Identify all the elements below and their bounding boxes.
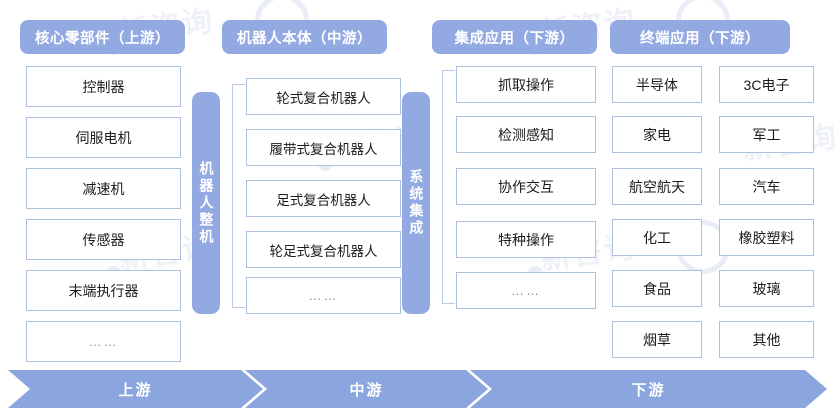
midstream-item-3[interactable]: 轮足式复合机器人 (246, 231, 401, 268)
terminal-left-label-5: 烟草 (643, 331, 671, 348)
integration-item-1[interactable]: 检测感知 (456, 116, 596, 153)
upstream-item-3[interactable]: 传感器 (26, 219, 181, 260)
upstream-item-label-1: 伺服电机 (75, 129, 132, 146)
header-label-midstream: 机器人本体（中游） (237, 30, 372, 47)
terminal-left-item-2[interactable]: 航空航天 (612, 168, 702, 205)
bracket-midstream (232, 84, 245, 308)
terminal-right-item-5[interactable]: 其他 (719, 321, 814, 358)
integration-item-label-2: 协作交互 (498, 178, 554, 195)
ribbon-label-upstream: 上游 (118, 381, 153, 399)
terminal-left-item-3[interactable]: 化工 (612, 219, 702, 256)
terminal-left-item-5[interactable]: 烟草 (612, 321, 702, 358)
terminal-right-item-4[interactable]: 玻璃 (719, 270, 814, 307)
midstream-item-0[interactable]: 轮式复合机器人 (246, 78, 401, 115)
terminal-right-item-3[interactable]: 橡胶塑料 (719, 219, 814, 256)
ribbon-segment-upstream: 上游 (8, 370, 263, 408)
midstream-item-1[interactable]: 履带式复合机器人 (246, 129, 401, 166)
terminal-right-item-2[interactable]: 汽车 (719, 168, 814, 205)
upstream-item-label-0: 控制器 (82, 78, 125, 95)
upstream-item-label-3: 传感器 (82, 231, 125, 248)
upstream-item-5[interactable]: …… (26, 321, 181, 362)
terminal-right-label-3: 橡胶塑料 (738, 229, 795, 246)
integration-item-label-1: 检测感知 (498, 126, 554, 143)
upstream-item-2[interactable]: 减速机 (26, 168, 181, 209)
ribbon-segment-midstream: 中游 (245, 370, 488, 408)
terminal-left-label-1: 家电 (643, 126, 671, 143)
connector-label-system-integration: 系统集成 (408, 169, 425, 237)
terminal-left-item-0[interactable]: 半导体 (612, 66, 702, 103)
connector-bar-robot-body: 机器人整机 (192, 92, 220, 314)
midstream-item-label-4: …… (308, 288, 339, 303)
terminal-right-item-1[interactable]: 军工 (719, 116, 814, 153)
integration-item-0[interactable]: 抓取操作 (456, 66, 596, 103)
midstream-item-label-1: 履带式复合机器人 (269, 141, 378, 157)
connector-label-robot-body: 机器人整机 (198, 160, 215, 246)
terminal-left-item-4[interactable]: 食品 (612, 270, 702, 307)
connector-bar-system-integration: 系统集成 (402, 92, 430, 314)
terminal-left-label-3: 化工 (643, 229, 671, 246)
upstream-item-label-5: …… (88, 334, 119, 349)
midstream-item-label-0: 轮式复合机器人 (276, 90, 371, 106)
terminal-left-label-2: 航空航天 (629, 178, 685, 195)
integration-item-3[interactable]: 特种操作 (456, 221, 596, 258)
terminal-right-label-5: 其他 (752, 331, 781, 348)
midstream-item-4[interactable]: …… (246, 277, 401, 314)
bracket-integration (442, 70, 455, 304)
terminal-right-item-0[interactable]: 3C电子 (719, 66, 814, 103)
ribbon-label-midstream: 中游 (349, 381, 384, 399)
ribbon-label-downstream: 下游 (631, 381, 666, 399)
upstream-item-1[interactable]: 伺服电机 (26, 117, 181, 158)
upstream-item-4[interactable]: 末端执行器 (26, 270, 181, 311)
integration-item-4[interactable]: …… (456, 272, 596, 309)
header-label-terminal: 终端应用（下游） (640, 30, 760, 47)
terminal-right-label-1: 军工 (752, 126, 781, 143)
header-pill-terminal: 终端应用（下游） (610, 20, 790, 54)
upstream-item-label-4: 末端执行器 (68, 282, 139, 299)
terminal-left-item-1[interactable]: 家电 (612, 116, 702, 153)
header-label-upstream: 核心零部件（上游） (35, 30, 170, 47)
integration-item-2[interactable]: 协作交互 (456, 168, 596, 205)
integration-item-label-3: 特种操作 (498, 231, 554, 248)
upstream-item-label-2: 减速机 (82, 180, 125, 197)
terminal-left-label-0: 半导体 (636, 76, 678, 93)
terminal-right-label-2: 汽车 (752, 178, 781, 195)
header-pill-integration: 集成应用（下游） (432, 20, 597, 54)
midstream-item-2[interactable]: 足式复合机器人 (246, 180, 401, 217)
terminal-left-label-4: 食品 (643, 280, 671, 297)
integration-item-label-4: …… (511, 283, 541, 298)
header-pill-upstream: 核心零部件（上游） (20, 20, 185, 54)
terminal-right-label-4: 玻璃 (752, 280, 781, 297)
integration-item-label-0: 抓取操作 (498, 76, 554, 93)
header-label-integration: 集成应用（下游） (454, 30, 575, 47)
upstream-item-0[interactable]: 控制器 (26, 66, 181, 107)
midstream-item-label-2: 足式复合机器人 (276, 192, 371, 208)
terminal-right-label-0: 3C电子 (743, 76, 790, 93)
ribbon-segment-downstream: 下游 (470, 370, 827, 408)
midstream-item-label-3: 轮足式复合机器人 (269, 243, 378, 259)
header-pill-midstream: 机器人本体（中游） (222, 20, 387, 54)
